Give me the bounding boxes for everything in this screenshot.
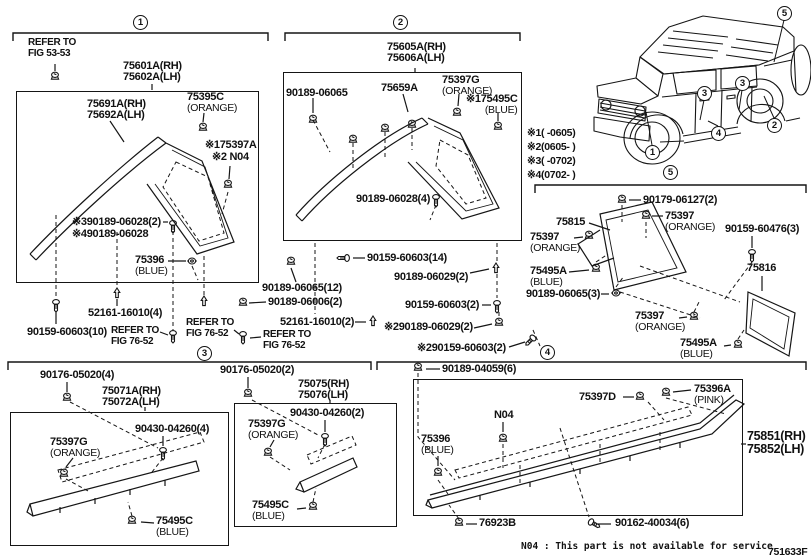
callout-1-header[interactable]: 1	[133, 15, 148, 30]
callout-4-car[interactable]: 4	[711, 126, 726, 141]
part-75495A-b: 75495A(BLUE)	[680, 337, 717, 360]
part-90159-60603-10: 90159-60603(10)	[27, 326, 107, 338]
callout-4-header[interactable]: 4	[540, 345, 555, 360]
part-75495C-s3a: 75495C(BLUE)	[156, 515, 193, 538]
part-90189-06028-4: 90189-06028(4)	[356, 193, 431, 205]
part-52161-16010-4: 52161-16010(4)	[88, 307, 163, 319]
section4-box	[413, 379, 743, 516]
note-75397A: ※175397A	[205, 139, 257, 151]
part-52161-16010-2: 52161-16010(2)	[280, 316, 355, 328]
part-76923B: 76923B	[479, 517, 516, 529]
part-75396A: 75396A(PINK)	[694, 383, 731, 406]
part-90189-06065-12: 90189-06065(12)	[262, 282, 342, 294]
part-75397-c: 75397(ORANGE)	[635, 310, 686, 333]
part-75605A: 75605A(RH)75606A(LH)	[387, 41, 446, 64]
part-90189-06006-2: 90189-06006(2)	[268, 296, 343, 308]
part-75397G-s3b: 75397G(ORANGE)	[248, 418, 299, 441]
part-75397G-s3a: 75397G(ORANGE)	[50, 436, 101, 459]
note-90189-06029-2: ※290189-06029(2)	[384, 321, 473, 333]
part-75397G-s2: 75397G(ORANGE)	[442, 74, 493, 97]
part-90176-05020-4: 90176-05020(4)	[40, 369, 115, 381]
part-75851: 75851(RH)75852(LH)	[747, 429, 806, 456]
part-75601A: 75601A(RH)75602A(LH)	[123, 60, 182, 83]
part-75071A: 75071A(RH)75072A(LH)	[102, 385, 161, 408]
part-75815: 75815	[556, 216, 586, 228]
part-75659A: 75659A	[381, 82, 418, 94]
part-90189-06065: 90189-06065	[286, 87, 348, 99]
part-90159-60603-2: 90159-60603(2)	[405, 299, 480, 311]
part-75397D: 75397D	[579, 391, 616, 403]
part-75397-b: 75397(ORANGE)	[530, 231, 581, 254]
part-90430-04260-2: 90430-04260(2)	[290, 407, 365, 419]
callout-2-car[interactable]: 2	[767, 118, 782, 133]
part-90176-05020-2: 90176-05020(2)	[220, 364, 295, 376]
part-90159-60603-14: 90159-60603(14)	[367, 252, 447, 264]
part-75816: 75816	[747, 262, 777, 274]
part-75495A-a: 75495A(BLUE)	[530, 265, 567, 288]
section3-right-box	[234, 403, 397, 527]
part-75396-s4: 75396(BLUE)	[421, 433, 454, 456]
part-90189-06029-2: 90189-06029(2)	[394, 271, 469, 283]
part-90189-04059-6: 90189-04059(6)	[442, 363, 517, 375]
part-90162-40034-6: 90162-40034(6)	[615, 517, 690, 529]
part-75691A: 75691A(RH)75692A(LH)	[87, 98, 146, 121]
section3-left-box	[10, 412, 229, 546]
section1-box	[16, 91, 259, 283]
part-75396-s1: 75396(BLUE)	[135, 254, 168, 277]
callout-3-header[interactable]: 3	[197, 346, 212, 361]
note-90189-06028: ※490189-06028	[72, 228, 149, 240]
part-75395C: 75395C(ORANGE)	[187, 91, 238, 114]
part-90430-04260-4: 90430-04260(4)	[135, 423, 210, 435]
part-75495C-s3b: 75495C(BLUE)	[252, 499, 289, 522]
callout-5-header[interactable]: 5	[663, 165, 678, 180]
callout-2-header[interactable]: 2	[393, 15, 408, 30]
production-notes: ※1( -0605) ※2(0605- ) ※3( -0702) ※4(0702…	[527, 127, 576, 181]
callout-3-car-a[interactable]: 3	[697, 86, 712, 101]
callout-3-car-b[interactable]: 3	[735, 76, 750, 91]
note-90159-60603-2: ※290159-60603(2)	[417, 342, 506, 354]
part-90179-06127-2: 90179-06127(2)	[643, 194, 718, 206]
note-75495C: ※175495C(BLUE)	[466, 93, 518, 116]
page-code: 751633F	[768, 546, 808, 558]
part-90189-06065-3: 90189-06065(3)	[526, 288, 601, 300]
note-90189-06028-2: ※390189-06028(2)	[72, 216, 161, 228]
callout-1-car[interactable]: 1	[645, 145, 660, 160]
callout-5-car[interactable]: 5	[777, 6, 792, 21]
service-note: N04 : This part is not available for ser…	[521, 541, 773, 552]
part-75075: 75075(RH)75076(LH)	[298, 378, 350, 401]
part-75397-a: 75397(ORANGE)	[665, 210, 716, 233]
note-n04-s1: ※2 N04	[212, 151, 249, 163]
part-90159-60476-3: 90159-60476(3)	[725, 223, 800, 235]
section2-box	[283, 72, 522, 241]
note-n04-s4: N04	[494, 409, 514, 421]
